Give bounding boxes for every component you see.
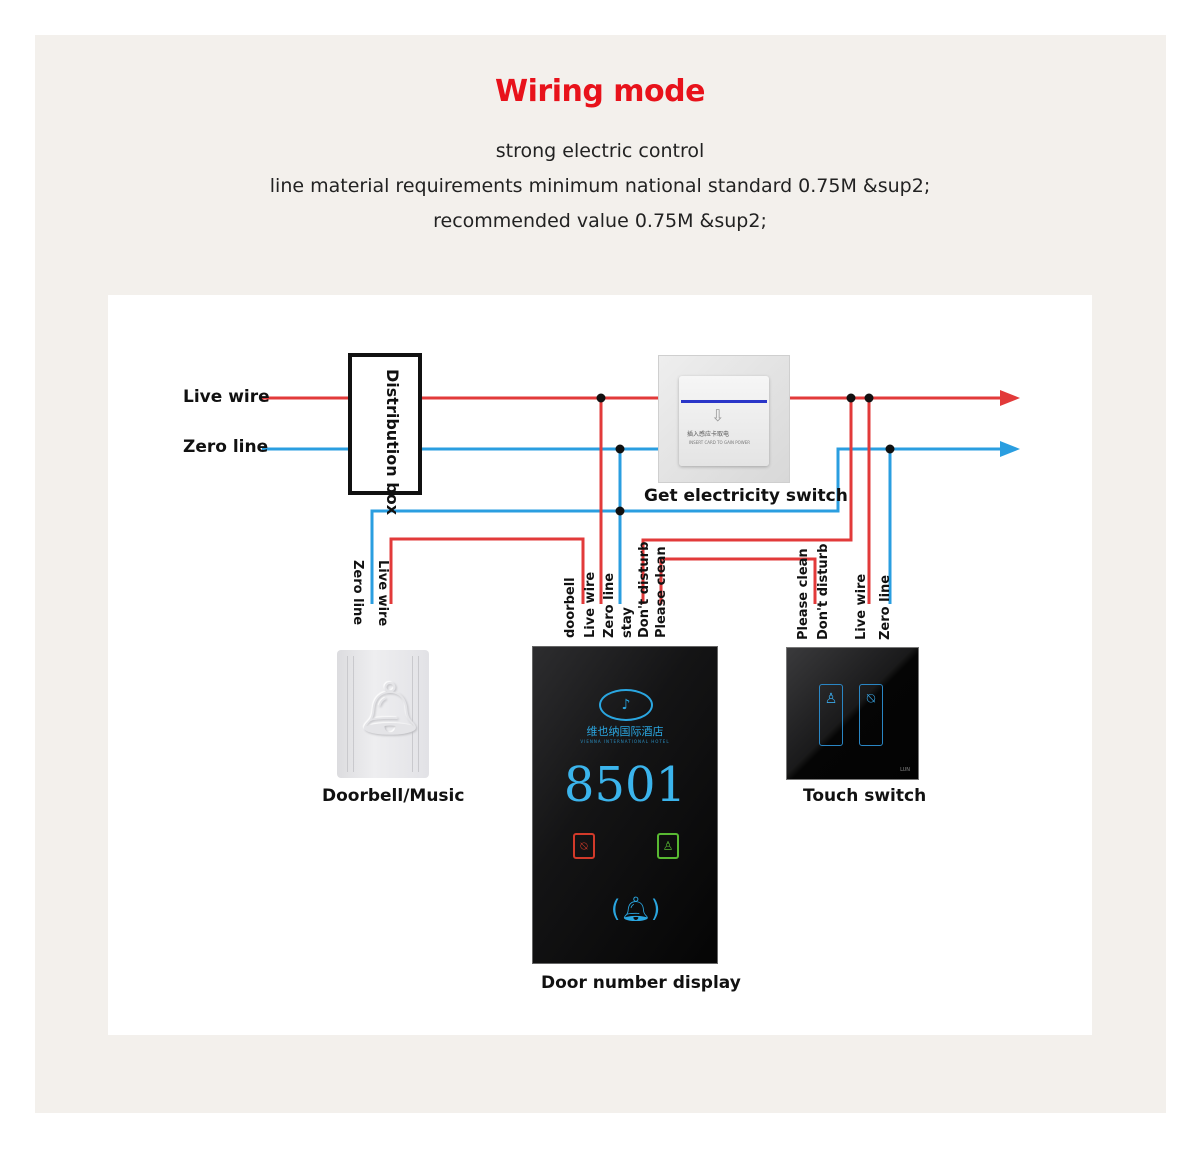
subtitle-line-1: strong electric control — [495, 140, 705, 162]
room-number: 8501 — [563, 757, 687, 813]
doorbell-live-wire — [389, 537, 585, 604]
junction-dot — [615, 506, 625, 516]
mains-live-wire-label: Live wire — [183, 387, 270, 407]
device-text-en: INSERT CARD TO GAIN POWER — [689, 440, 751, 445]
doorbell-device: 🔔︎ — [337, 650, 429, 778]
get-electricity-switch-device: ⇩ 插入感应卡取电 INSERT CARD TO GAIN POWER — [658, 355, 790, 483]
touch-switch-label: Touch switch — [803, 786, 927, 806]
page-title: Wiring mode — [495, 74, 705, 109]
display-terminal-zero: Zero line — [602, 572, 617, 638]
mains-zero-line-b — [838, 449, 1002, 540]
hotel-name-en: VIENNA INTERNATIONAL HOTEL — [580, 739, 670, 744]
display-terminal-live: Live wire — [583, 571, 598, 638]
doorbell-terminal-live: Live wire — [375, 560, 390, 627]
dont-disturb-link — [641, 398, 853, 604]
touch-dont-disturb-link — [667, 568, 809, 604]
junction-dot — [846, 393, 856, 403]
subtitle-line-3: recommended value 0.75M &sup2; — [433, 210, 767, 232]
do-not-disturb-icon: ⍉ — [859, 684, 883, 746]
get-electricity-switch-label: Get electricity switch — [644, 486, 848, 506]
distribution-box-label: Distribution box — [383, 369, 402, 516]
doorbell-terminal-zero: Zero line — [350, 560, 365, 626]
touch-terminal-dont-disturb: Don't disturb — [816, 543, 831, 640]
junction-dot — [885, 444, 895, 454]
touch-switch-device: ♙ ⍉ LUN — [786, 647, 919, 780]
display-terminal-doorbell: doorbell — [563, 577, 578, 638]
live-wire-arrow-icon — [1000, 390, 1020, 406]
display-terminal-dont-disturb: Don't disturb — [637, 541, 652, 638]
arrow-down-icon: ⇩ — [711, 406, 725, 425]
display-terminal-please-clean: Please clean — [654, 546, 669, 638]
please-clean-icon: ♙ — [819, 684, 843, 746]
subtitle-line-2: line material requirements minimum natio… — [269, 175, 931, 197]
junction-dot — [615, 444, 625, 454]
indicator-led — [681, 400, 767, 403]
brand-mark: LUN — [900, 767, 910, 773]
touch-terminal-please-clean: Please clean — [796, 548, 811, 640]
doorbell-label: Doorbell/Music — [322, 786, 465, 806]
bell-icon: 🔔︎ — [357, 679, 424, 739]
distribution-box: Distribution box — [348, 353, 422, 515]
mains-zero-line-label: Zero line — [183, 437, 269, 457]
hotel-logo-icon: ♪ — [599, 689, 653, 721]
door-number-display-device: ♪ 维也纳国际酒店 VIENNA INTERNATIONAL HOTEL 850… — [532, 646, 718, 964]
do-not-disturb-icon: ⍉ — [573, 833, 595, 859]
please-clean-link — [659, 557, 817, 604]
junction-dot — [864, 393, 874, 403]
touch-terminal-live: Live wire — [854, 573, 869, 640]
junction-dot — [596, 393, 606, 403]
touch-terminal-zero: Zero line — [878, 574, 893, 640]
zero-line-arrow-icon — [1000, 441, 1020, 457]
card-slot — [679, 376, 769, 466]
door-number-display-label: Door number display — [541, 973, 741, 993]
device-text-cn: 插入感应卡取电 — [687, 431, 730, 438]
hotel-name-cn: 维也纳国际酒店 — [586, 725, 664, 738]
display-terminal-stay: stay — [620, 607, 635, 638]
doorbell-icon: (🔔︎) — [611, 895, 661, 923]
please-clean-icon: ♙ — [657, 833, 679, 859]
